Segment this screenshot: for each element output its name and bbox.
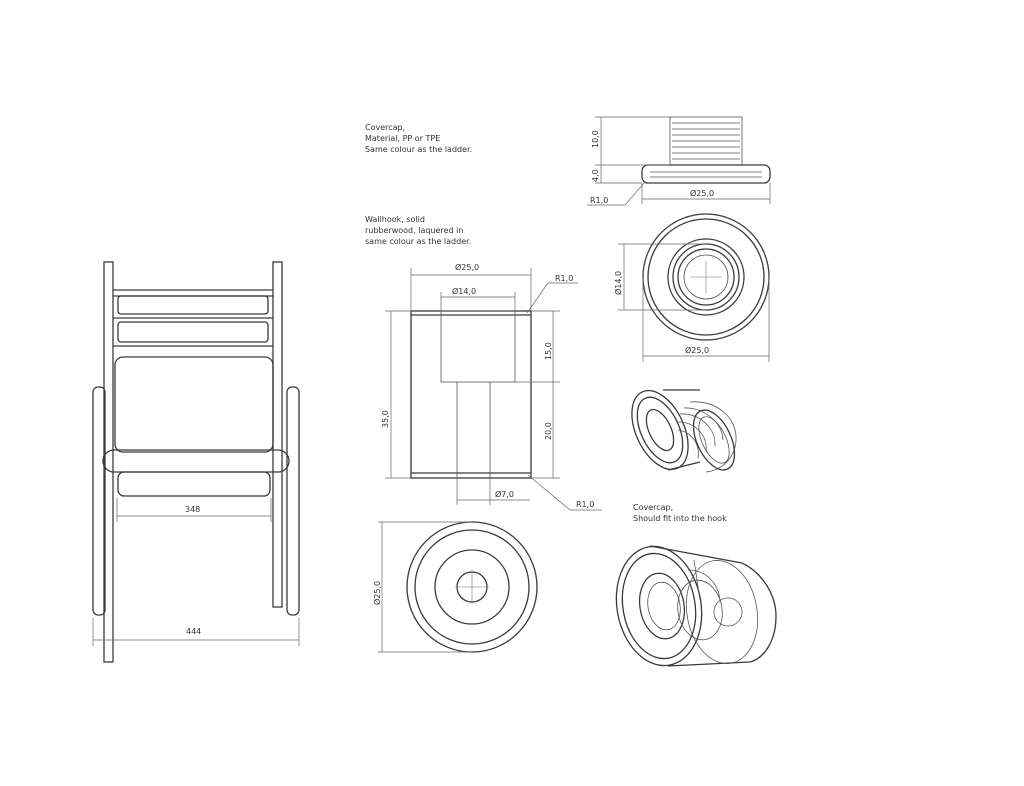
svg-text:Wallhook, solid: Wallhook, solid — [365, 215, 425, 224]
dim-cap-radius: R1,0 — [590, 196, 608, 205]
ladder-post-left — [103, 261, 114, 663]
dim-cap-flange-diameter: Ø25,0 — [690, 188, 714, 198]
ladder-rung-1 — [117, 295, 269, 315]
ladder-leg-left — [92, 386, 106, 616]
svg-text:Covercap,: Covercap, — [365, 123, 405, 132]
svg-text:Covercap,: Covercap, — [633, 503, 673, 512]
dim-hook-end-diameter: Ø25,0 — [372, 581, 382, 605]
note-covercap-top: Covercap, Material, PP or TPE Same colou… — [365, 123, 472, 154]
dim-cap-inner-diameter: Ø14,0 — [613, 271, 623, 295]
covercap-end-view: Ø14,0 Ø25,0 — [613, 213, 770, 362]
note-covercap-bottom: Covercap, Should fit into the hook — [633, 503, 727, 523]
wallhook-end-view: Ø25,0 — [372, 521, 538, 653]
note-wallhook: Wallhook, solid rubberwood, laquered in … — [365, 215, 471, 246]
wallhook-bore — [440, 310, 516, 383]
covercap-side-view: 10,0 4,0 R1,0 Ø25,0 — [587, 116, 771, 206]
ladder-rung-2 — [117, 321, 269, 343]
ladder-post-right — [272, 261, 283, 608]
wallhook-isometric — [615, 545, 777, 667]
svg-text:Should fit into the hook: Should fit into the hook — [633, 514, 727, 523]
dim-hook-diameter-top: Ø25,0 — [455, 262, 479, 272]
svg-text:Same colour as the ladder.: Same colour as the ladder. — [365, 145, 472, 154]
dim-hook-total-height: 35,0 — [381, 410, 390, 428]
wallhook-side-view: Ø25,0 Ø14,0 R1,0 15,0 35,0 20,0 Ø7,0 R1, — [381, 262, 602, 511]
svg-text:same colour as the ladder.: same colour as the ladder. — [365, 237, 471, 246]
dim-cap-end-diameter: Ø25,0 — [685, 345, 709, 355]
dim-hook-bore-depth: 15,0 — [544, 342, 553, 360]
dim-inner-width: 348 — [185, 505, 200, 514]
ladder-lower-tray — [117, 471, 271, 497]
svg-text:rubberwood, laquered in: rubberwood, laquered in — [365, 226, 463, 235]
dim-hook-radius-top: R1,0 — [555, 274, 573, 283]
ladder-seat — [114, 356, 274, 453]
dim-outer-width: 444 — [186, 627, 201, 636]
dim-hook-hole-depth: 20,0 — [544, 422, 553, 440]
wallhook-body — [410, 310, 532, 479]
ladder-leg-right — [286, 386, 300, 616]
covercap-flange — [641, 164, 771, 184]
dim-cap-flange-height: 4,0 — [591, 169, 600, 182]
covercap-isometric — [631, 389, 737, 473]
dim-cap-thread-height: 10,0 — [591, 130, 600, 148]
dim-hook-bore-diameter: Ø14,0 — [452, 286, 476, 296]
dim-hook-radius-bottom: R1,0 — [576, 500, 594, 509]
ladder-crossbar — [102, 449, 290, 473]
ladder-front-view: 348 444 — [92, 261, 300, 663]
svg-text:Material, PP or TPE: Material, PP or TPE — [365, 134, 440, 143]
dim-hook-hole-diameter: Ø7,0 — [495, 489, 514, 499]
